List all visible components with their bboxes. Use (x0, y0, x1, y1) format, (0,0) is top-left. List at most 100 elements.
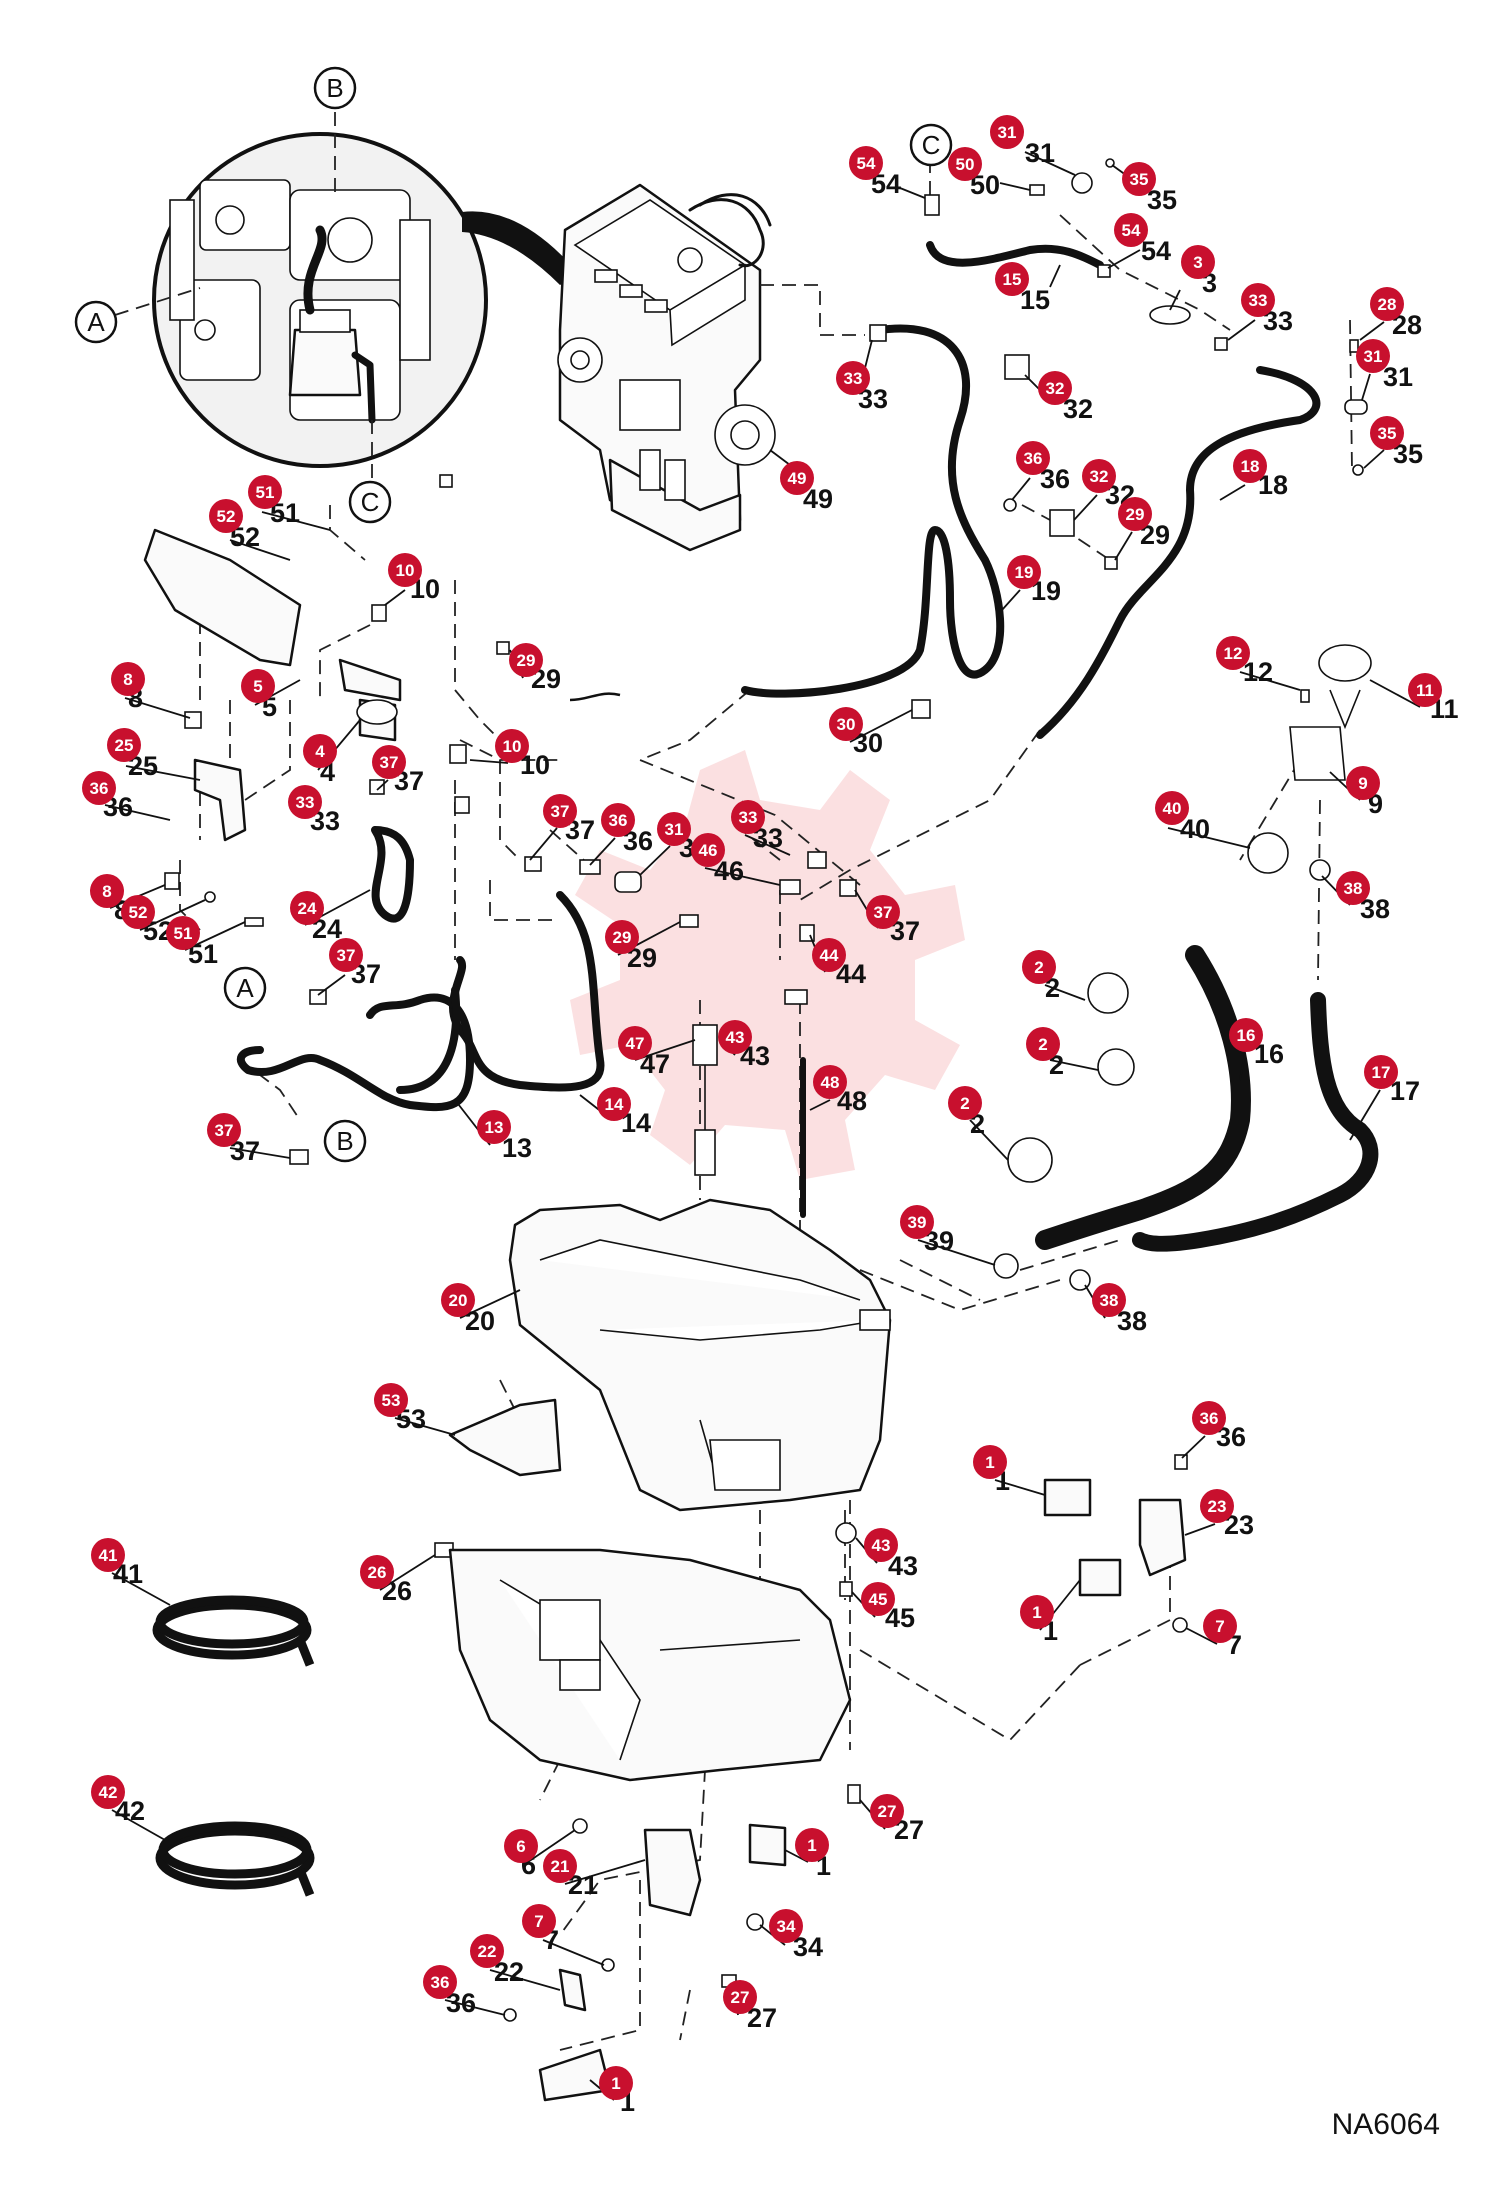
callout-bubble-number: 23 (1208, 1497, 1227, 1516)
callout-bubble (207, 1113, 241, 1147)
view-marker-c: C (909, 123, 953, 167)
callout-bubble (1022, 950, 1056, 984)
view-marker-letter: A (236, 973, 254, 1003)
callout-bubble (90, 874, 124, 908)
callout-bubble (1346, 766, 1380, 800)
callout-bubble-number: 42 (99, 1783, 118, 1802)
callout-bubble-number: 47 (626, 1034, 645, 1053)
callout-bubble (1229, 1018, 1263, 1052)
callout-bubble-number: 51 (256, 483, 275, 502)
callout-number: 40 (1180, 814, 1210, 844)
callout-bubble (691, 833, 725, 867)
callout-bubble-number: 37 (380, 753, 399, 772)
view-marker-letter: B (326, 73, 343, 103)
callout-bubble (360, 1555, 394, 1589)
callout-bubble (657, 812, 691, 846)
callout-bubble-number: 2 (1034, 958, 1043, 977)
callout-bubble (795, 1828, 829, 1862)
callout-bubble (441, 1283, 475, 1317)
callout-bubble (1203, 1609, 1237, 1643)
callout-bubble-number: 18 (1241, 457, 1260, 476)
callout-bubble-number: 29 (517, 651, 536, 670)
callout-bubble-number: 14 (605, 1095, 624, 1114)
callout-bubble (329, 938, 363, 972)
callout-bubble (1356, 339, 1390, 373)
callout-bubble (1155, 791, 1189, 825)
callout-bubble-number: 7 (534, 1912, 543, 1931)
callout-bubble (812, 938, 846, 972)
callout-bubble (509, 643, 543, 677)
callout-bubble (948, 1086, 982, 1120)
callout-bubble (849, 146, 883, 180)
callout-bubble (1233, 449, 1267, 483)
callout-bubble (82, 771, 116, 805)
callout-1: 11 (795, 1828, 831, 1881)
callout-bubble-number: 36 (1024, 449, 1043, 468)
callout-bubble-number: 38 (1344, 879, 1363, 898)
view-marker-b: B (313, 66, 357, 110)
callout-bubble-number: 27 (731, 1988, 750, 2007)
callout-bubble-number: 50 (956, 155, 975, 174)
callout-number: 13 (502, 1133, 532, 1163)
callout-bubble-number: 19 (1015, 563, 1034, 582)
callout-7: 77 (522, 1904, 559, 1955)
callout-bubble (209, 499, 243, 533)
callout-bubble (731, 800, 765, 834)
callout-bubble (1336, 871, 1370, 905)
callout-bubble-number: 35 (1130, 170, 1149, 189)
callout-bubble (543, 794, 577, 828)
callout-bubble (1114, 213, 1148, 247)
callout-bubble (1026, 1027, 1060, 1061)
callout-bubble (829, 707, 863, 741)
callout-2: 22 (1022, 950, 1060, 1003)
view-marker-letter: C (361, 487, 380, 517)
callout-bubble-number: 51 (174, 924, 193, 943)
callout-bubble-number: 22 (478, 1942, 497, 1961)
callout-bubble (718, 1020, 752, 1054)
callout-number: 54 (1141, 236, 1171, 266)
callout-bubble-number: 31 (998, 123, 1017, 142)
callout-bubble (290, 891, 324, 925)
callout-bubble-number: 41 (99, 1546, 118, 1565)
callout-2: 22 (948, 1086, 985, 1139)
callout-bubble (605, 920, 639, 954)
callout-bubble (1082, 459, 1116, 493)
callout-bubble (1216, 636, 1250, 670)
callout-bubble-number: 21 (551, 1857, 570, 1876)
callout-bubble (990, 115, 1024, 149)
callout-bubble-number: 54 (857, 154, 876, 173)
callout-bubble-number: 25 (115, 736, 134, 755)
callout-bubble-number: 1 (611, 2074, 620, 2093)
callout-bubble-number: 46 (699, 841, 718, 860)
callout-bubble (866, 895, 900, 929)
callout-number: 32 (1063, 394, 1093, 424)
callout-7: 77 (1203, 1609, 1242, 1660)
callout-bubble-number: 33 (844, 369, 863, 388)
view-marker-letter: B (336, 1126, 353, 1156)
callout-bubble (1370, 416, 1404, 450)
callout-bubble-number: 4 (315, 742, 325, 761)
